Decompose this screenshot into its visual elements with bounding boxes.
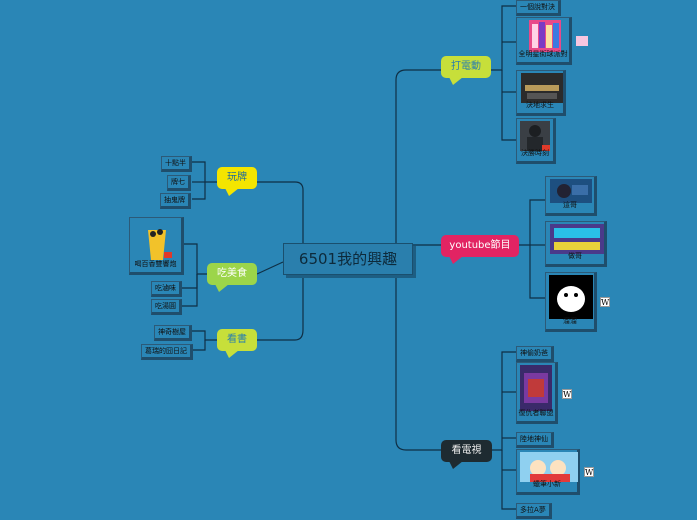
youtube-thumbnail bbox=[549, 275, 593, 319]
game-card[interactable]: 決勝時刻 bbox=[516, 118, 556, 164]
tv-card[interactable]: 蠟筆小新 bbox=[516, 449, 580, 495]
wikipedia-icon[interactable]: W bbox=[562, 389, 572, 399]
youtube-card[interactable]: 做哥 bbox=[545, 221, 607, 267]
tv-thumbnail bbox=[520, 452, 578, 482]
youtube-thumbnail bbox=[550, 224, 604, 254]
wikipedia-icon[interactable]: W bbox=[600, 297, 610, 307]
game-logo-icon bbox=[576, 36, 588, 46]
topic-tv[interactable]: 看電視 bbox=[441, 440, 492, 469]
food-caption: 喝百香雙響炮 bbox=[134, 260, 177, 268]
tv-item[interactable]: 陸地神仙 bbox=[516, 432, 554, 448]
youtube-caption: 這哥 bbox=[563, 201, 577, 209]
game-thumbnail bbox=[529, 20, 561, 52]
game-item[interactable]: 一個說對決 bbox=[516, 0, 561, 16]
food-item[interactable]: 吃滷味 bbox=[151, 281, 182, 297]
topic-games[interactable]: 打電動 bbox=[441, 56, 491, 85]
youtube-thumbnail bbox=[550, 179, 592, 203]
tv-card[interactable]: 復仇者聯盟 bbox=[516, 362, 558, 424]
food-thumbnail bbox=[142, 222, 172, 262]
game-card[interactable]: 決地求生 bbox=[516, 70, 566, 116]
books-item[interactable]: 葛瑞的囧日記 bbox=[141, 344, 193, 360]
game-card[interactable]: 全明星街球派對 bbox=[516, 17, 572, 65]
food-item[interactable]: 吃湯圓 bbox=[151, 299, 182, 315]
game-thumbnail bbox=[521, 73, 563, 103]
tv-caption: 復仇者聯盟 bbox=[518, 409, 554, 417]
central-topic[interactable]: 6501我的興趣 bbox=[283, 243, 413, 275]
cards-item[interactable]: 抽鬼牌 bbox=[160, 193, 191, 209]
game-caption: 決地求生 bbox=[526, 101, 554, 109]
topic-youtube[interactable]: youtube節目 bbox=[441, 235, 519, 264]
tv-item[interactable]: 多拉A夢 bbox=[516, 503, 552, 519]
tv-caption: 蠟筆小新 bbox=[533, 480, 561, 488]
tv-thumbnail bbox=[520, 365, 552, 411]
youtube-card[interactable]: 溜溜 bbox=[545, 272, 597, 332]
tv-item[interactable]: 神偷奶爸 bbox=[516, 346, 554, 362]
game-caption: 全明星街球派對 bbox=[518, 50, 568, 58]
cards-item[interactable]: 十點半 bbox=[161, 156, 192, 172]
topic-cards[interactable]: 玩牌 bbox=[217, 167, 257, 196]
game-thumbnail bbox=[520, 121, 550, 151]
youtube-caption: 做哥 bbox=[568, 252, 582, 260]
wikipedia-icon[interactable]: W bbox=[584, 467, 594, 477]
game-caption: 決勝時刻 bbox=[521, 149, 549, 157]
cards-item[interactable]: 牌七 bbox=[167, 175, 191, 191]
topic-books[interactable]: 看書 bbox=[217, 329, 257, 358]
topic-food[interactable]: 吃美食 bbox=[207, 263, 257, 292]
books-item[interactable]: 神奇樹屋 bbox=[154, 325, 192, 341]
food-card[interactable]: 喝百香雙響炮 bbox=[129, 217, 184, 275]
youtube-caption: 溜溜 bbox=[563, 317, 577, 325]
youtube-card[interactable]: 這哥 bbox=[545, 176, 597, 216]
